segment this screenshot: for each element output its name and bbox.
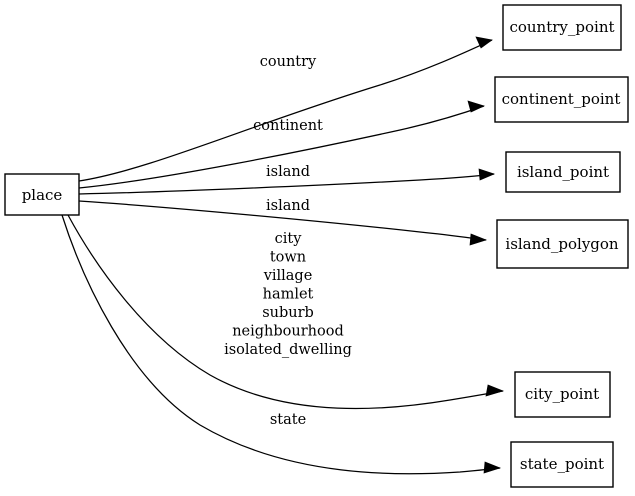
edge-line [78, 173, 495, 195]
edge-line [61, 214, 501, 475]
node-label-island-point: island_point [517, 163, 609, 181]
edges-layer: country continent island island city [61, 36, 505, 475]
arrowhead-icon [485, 384, 505, 397]
edge-place-island_point[interactable]: island [78, 164, 495, 195]
edge-line [67, 214, 504, 410]
edge-label-line: hamlet [263, 287, 314, 303]
edge-place-city_point[interactable]: city town village hamlet suburb neighbourhood… [67, 214, 505, 410]
edge-line [78, 39, 493, 182]
node-island_point[interactable]: island_point [505, 151, 621, 193]
node-box [505, 151, 621, 193]
edge-label-line: suburb [262, 305, 314, 321]
node-box [510, 441, 614, 488]
nodes-layer: place country_point continent_point isla… [4, 4, 629, 488]
edge-label-line: town [270, 250, 306, 266]
node-label-continent-point: continent_point [502, 90, 621, 108]
edge-line [78, 105, 485, 189]
node-label-state-point: state_point [520, 455, 604, 473]
edge-label-state: state [270, 412, 306, 428]
node-box [4, 173, 80, 216]
edge-place-country_point[interactable]: country [78, 36, 493, 182]
edge-label-line: neighbourhood [232, 324, 344, 340]
node-place[interactable]: place [4, 173, 80, 216]
node-continent_point[interactable]: continent_point [494, 76, 629, 123]
edge-label-line: isolated_dwelling [224, 342, 352, 358]
node-state_point[interactable]: state_point [510, 441, 614, 488]
edge-place-island_polygon[interactable]: island [78, 198, 488, 246]
arrowhead-icon [483, 461, 502, 474]
node-label-island-polygon: island_polygon [505, 235, 619, 253]
arrowhead-icon [475, 36, 493, 49]
node-label-city-point: city_point [525, 385, 599, 403]
edge-label-country: country [260, 54, 317, 70]
node-box [502, 4, 622, 51]
edge-place-state_point[interactable]: state [61, 214, 502, 475]
node-city_point[interactable]: city_point [514, 371, 611, 418]
edge-label-island-polygon: island [266, 198, 310, 214]
node-label-place: place [22, 186, 63, 204]
edge-place-continent_point[interactable]: continent [78, 100, 485, 189]
edge-line [78, 200, 487, 241]
node-box [494, 76, 629, 123]
arrowhead-icon [478, 168, 495, 181]
node-label-country-point: country_point [509, 18, 614, 36]
node-box [496, 219, 629, 269]
node-island_polygon[interactable]: island_polygon [496, 219, 629, 269]
edge-label-continent: continent [253, 118, 323, 134]
node-box [514, 371, 611, 418]
edge-label-line: city [275, 231, 303, 247]
edge-label-city-place-types: city town village hamlet suburb neighbourhood… [224, 231, 352, 358]
node-country_point[interactable]: country_point [502, 4, 622, 51]
arrowhead-icon [469, 233, 488, 246]
edge-label-line: village [263, 268, 313, 284]
edge-label-island-point: island [266, 164, 310, 180]
arrowhead-icon [467, 100, 485, 113]
